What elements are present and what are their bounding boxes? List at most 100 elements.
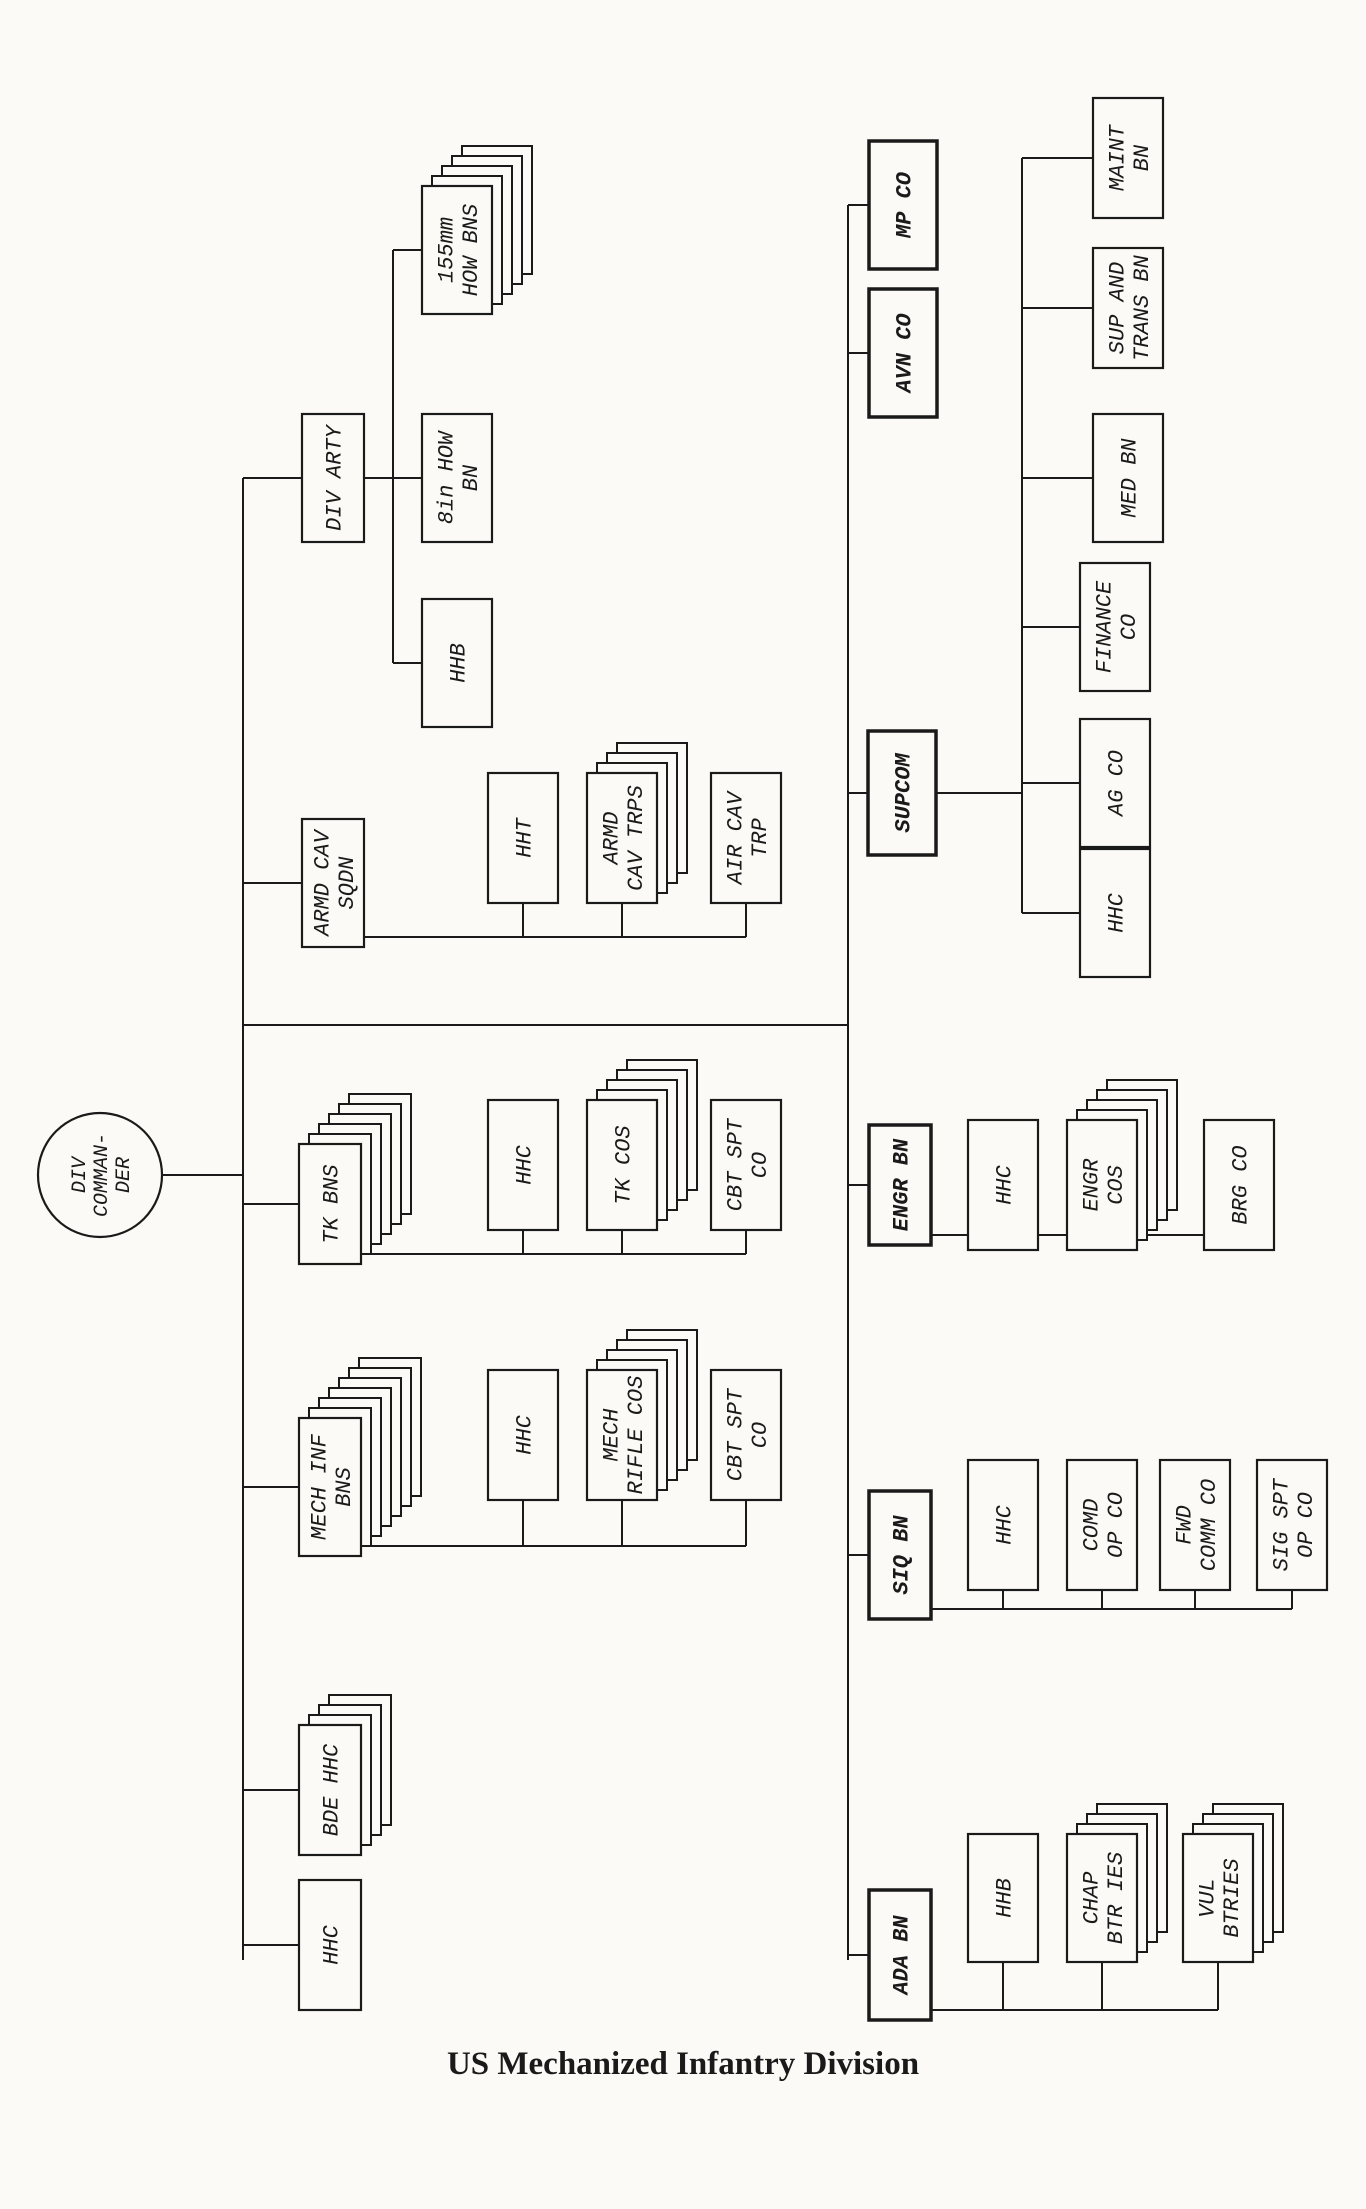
- unit-avn-co: AVN CO: [867, 287, 939, 419]
- box-frame: [1158, 1458, 1232, 1592]
- unit-finance-co: FINANCECO: [1078, 561, 1152, 693]
- box-frame: [867, 1123, 933, 1247]
- unit-label: DIVCOMMAN-DER: [69, 1133, 136, 1217]
- box-frame: [300, 817, 366, 949]
- unit-label: AG CO: [1105, 750, 1130, 818]
- unit-label: AVN CO: [893, 313, 918, 394]
- box-frame: [585, 1098, 659, 1232]
- box-frame: [1202, 1118, 1276, 1252]
- unit-sig-hhc: HHC: [966, 1458, 1040, 1592]
- unit-label: SUPCOM: [892, 753, 917, 833]
- unit-label: AIR CAVTRP: [724, 790, 773, 886]
- unit-label: ARMD CAVSQDN: [311, 828, 360, 937]
- unit-label: HHC: [993, 1164, 1018, 1204]
- unit-label: ARMDCAV TRPS: [600, 785, 649, 891]
- unit-155mm-how-bns: 155mmHOW BNS: [420, 145, 533, 316]
- unit-label: CHAPBTR IES: [1080, 1852, 1129, 1944]
- unit-mech-rifle-cos: MECHRIFLE COS: [585, 1329, 698, 1502]
- unit-mech-inf-bns: MECH INFBNS: [297, 1357, 422, 1558]
- box-frame: [709, 1098, 783, 1232]
- box-frame: [297, 1723, 363, 1857]
- connector-lines: [162, 157, 1293, 2011]
- unit-med-bn: MED BN: [1091, 412, 1165, 544]
- unit-label: TK BNS: [320, 1164, 345, 1243]
- unit-label: MP CO: [893, 172, 918, 239]
- unit-sig-spt-op-co: SIG SPTOP CO: [1255, 1458, 1329, 1592]
- unit-vul-btries: VULBTRIES: [1181, 1803, 1284, 1964]
- unit-brg-co: BRG CO: [1202, 1118, 1276, 1252]
- box-frame: [1255, 1458, 1329, 1592]
- box-frame: [1078, 561, 1152, 693]
- unit-label: HHC: [993, 1504, 1018, 1544]
- unit-label: MECH INFBNS: [308, 1433, 357, 1539]
- unit-comd-op-co: COMDOP CO: [1065, 1458, 1139, 1592]
- unit-label: 155mmHOW BNS: [435, 204, 484, 296]
- unit-label: FINANCECO: [1093, 580, 1142, 673]
- box-frame: [585, 771, 659, 905]
- unit-engr-bn: ENGR BN: [867, 1123, 933, 1247]
- unit-armd-cav-sqdn: ARMD CAVSQDN: [300, 817, 366, 949]
- box-frame: [1065, 1832, 1139, 1964]
- unit-tk-bns: TK BNS: [297, 1093, 412, 1266]
- unit-ada-hhb: HHB: [966, 1832, 1040, 1964]
- unit-label: CBT SPTCO: [724, 1387, 773, 1481]
- box-frame: [966, 1832, 1040, 1964]
- unit-label: HHT: [513, 816, 538, 857]
- box-frame: [297, 1878, 363, 2012]
- unit-label: SUP ANDTRANS BN: [1106, 254, 1155, 360]
- unit-label: ENGR BN: [890, 1138, 915, 1231]
- unit-undefined: DIVCOMMAN-DER: [36, 1111, 164, 1239]
- box-frame: [36, 1111, 164, 1239]
- unit-label: DIV ARTY: [323, 423, 348, 530]
- box-frame: [867, 287, 939, 419]
- box-frame: [1065, 1118, 1139, 1252]
- box-frame: [585, 1368, 659, 1502]
- unit-mech-cbt-spt-co: CBT SPTCO: [709, 1368, 783, 1502]
- box-frame: [866, 729, 938, 857]
- box-frame: [709, 771, 783, 905]
- unit-hht: HHT: [486, 771, 560, 905]
- unit-mp-co: MP CO: [867, 139, 939, 271]
- unit-label: HHC: [1105, 892, 1130, 932]
- unit-label: SIQ BN: [890, 1515, 915, 1595]
- unit-label: CBT SPTCO: [724, 1117, 773, 1211]
- unit-label: TK COS: [612, 1125, 637, 1204]
- unit-engr-hhc: HHC: [966, 1118, 1040, 1252]
- unit-armd-cav-trps: ARMDCAV TRPS: [585, 742, 688, 905]
- unit-label: HHC: [320, 1924, 345, 1964]
- unit-maint-bn: MAINTBN: [1091, 96, 1165, 220]
- box-frame: [297, 1416, 363, 1558]
- unit-supcom: SUPCOM: [866, 729, 938, 857]
- unit-label: HHB: [993, 1878, 1018, 1918]
- unit-label: SIG SPTOP CO: [1270, 1477, 1319, 1571]
- box-frame: [486, 1368, 560, 1502]
- unit-label: ENGRCOS: [1080, 1158, 1129, 1212]
- box-frame: [486, 1098, 560, 1232]
- unit-engr-cos: ENGRCOS: [1065, 1079, 1178, 1252]
- unit-label: HHB: [447, 643, 472, 683]
- unit-label: FWDCOMM CO: [1173, 1479, 1222, 1571]
- unit-hhb-arty: HHB: [420, 597, 494, 729]
- unit-air-cav-trp: AIR CAVTRP: [709, 771, 783, 905]
- unit-boxes: DIVCOMMAN-DER HHC BDE HHC MECH INFBNS HHC MEC…: [36, 96, 1329, 2022]
- unit-label: MECHRIFLE COS: [600, 1376, 649, 1495]
- box-frame: [297, 1142, 363, 1266]
- box-frame: [1078, 717, 1152, 849]
- box-frame: [300, 412, 366, 544]
- unit-tk-cos: TK COS: [585, 1059, 698, 1232]
- unit-label: HHC: [513, 1414, 538, 1454]
- box-frame: [1091, 96, 1165, 220]
- unit-8in-how-bn: 8in HOWBN: [420, 412, 494, 544]
- box-frame: [420, 184, 494, 316]
- unit-label: BDE HHC: [320, 1743, 345, 1836]
- unit-tk-hhc: HHC: [486, 1098, 560, 1232]
- unit-sup-trans-bn: SUP ANDTRANS BN: [1091, 246, 1165, 370]
- unit-tk-cbt-spt-co: CBT SPTCO: [709, 1098, 783, 1232]
- unit-div-arty: DIV ARTY: [300, 412, 366, 544]
- box-frame: [1091, 246, 1165, 370]
- unit-label: VULBTRIES: [1196, 1858, 1245, 1937]
- unit-label: MAINTBN: [1106, 123, 1155, 191]
- unit-label: 8in HOWBN: [435, 430, 484, 524]
- box-frame: [1065, 1458, 1139, 1592]
